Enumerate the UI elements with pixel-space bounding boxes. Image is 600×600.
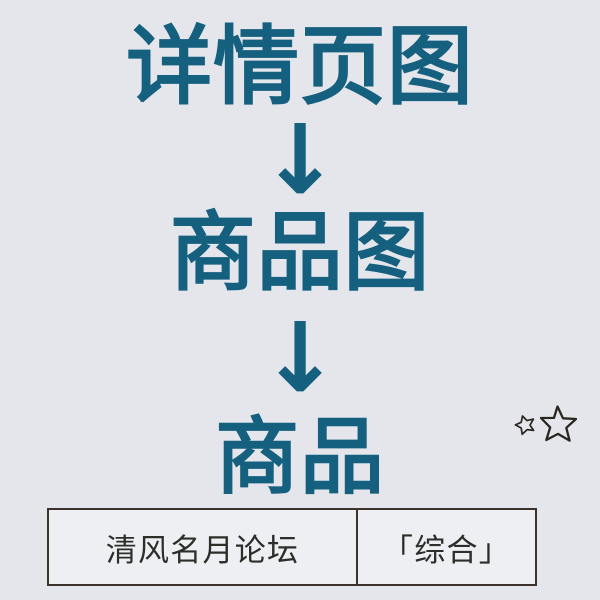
credit-forum-name: 清风名月论坛 — [49, 510, 358, 584]
flow-step-product-image: 商品图 — [169, 202, 431, 303]
flow-diagram: 详情页图 ↓ 商品图 ↓ 商品 — [126, 17, 474, 507]
credit-category: 「综合」 — [382, 532, 511, 568]
flow-step-product: 商品 — [215, 408, 385, 507]
credit-box: 清风名月论坛 「综合」 — [47, 508, 537, 586]
arrow-down-icon: ↓ — [259, 104, 341, 216]
flow-step-detail-page-image: 详情页图 — [126, 17, 474, 117]
arrow-down-icon-2: ↓ — [259, 301, 341, 414]
